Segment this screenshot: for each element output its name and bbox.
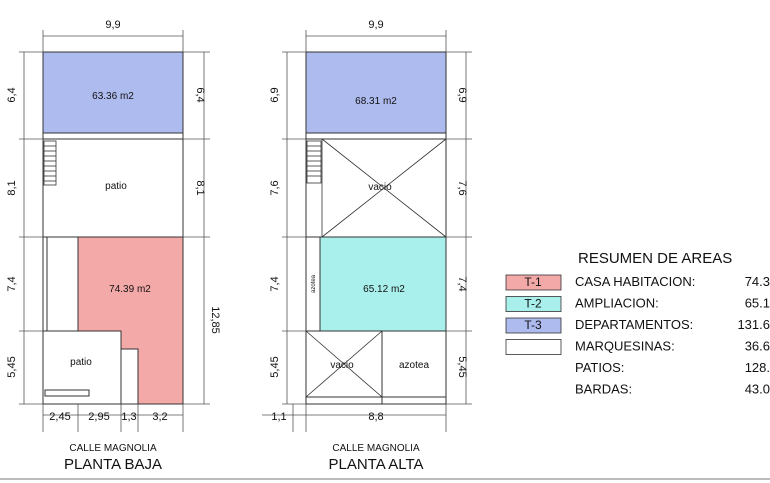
pa-azotea-side-label: azotea: [311, 274, 317, 293]
pb-left-dim-1: 6,4: [6, 87, 18, 102]
pb-patio-low: [42, 330, 122, 405]
resumen-title: RESUMEN DE AREAS: [578, 250, 732, 267]
legend-value-1: 65.1: [745, 296, 770, 311]
pa-title: PLANTA ALTA: [328, 456, 423, 473]
pb-left-dim-4: 5,45: [6, 356, 18, 377]
legend-code-0: T-1: [524, 275, 542, 289]
pb-title: PLANTA BAJA: [64, 456, 162, 473]
pb-left-dim-3: 7,4: [6, 276, 18, 291]
pa-vacio-low-label: vacio: [330, 360, 354, 371]
pb-top-width: 9,9: [105, 19, 120, 31]
legend-swatch-1: [505, 296, 562, 312]
pb-patio-mid-label: patio: [105, 181, 127, 192]
pb-bottom-dim-1: 2,45: [49, 411, 70, 423]
legend-swatch-2: [505, 317, 562, 334]
pa-area-top-label: 68.31 m2: [355, 96, 397, 107]
legend-swatch-3: [505, 339, 562, 355]
legend-label-3: MARQUESINAS:: [575, 339, 675, 354]
legend-value-5: 43.0: [745, 382, 770, 397]
pa-bottom-dim-2: 8,8: [368, 411, 383, 423]
legend-label-5: BARDAS:: [575, 382, 632, 397]
pa-vacio-mid-label: vacio: [368, 182, 392, 193]
pb-bottom-dim-4: 3,2: [152, 411, 167, 423]
pb-street: CALLE MAGNOLIA: [69, 443, 157, 454]
legend-rows: T-1 CASA HABITACION: 74.3T-2 AMPLIACION: 65.…: [505, 274, 770, 397]
pa-street: CALLE MAGNOLIA: [332, 443, 420, 454]
pa-right-dim-4: 5,45: [456, 356, 468, 377]
pb-bottom-dim-3: 1,3: [121, 411, 136, 423]
pb-area-top-label: 63.36 m2: [92, 91, 134, 102]
pb-area-main-label: 74.39 m2: [109, 284, 151, 295]
resumen-areas: RESUMEN DE AREAS T-1 CASA HABITACION: 74.3…: [505, 250, 770, 397]
legend-code-2: T-3: [524, 318, 542, 332]
legend-label-4: PATIOS:: [575, 360, 624, 375]
pa-left-dim-1: 6,9: [269, 87, 281, 102]
legend-label-2: DEPARTAMENTOS:: [575, 317, 693, 332]
legend-value-4: 128.: [745, 360, 770, 375]
pa-area-mid-label: 65.12 m2: [363, 284, 405, 295]
pa-right-dim-1: 6,9: [456, 87, 468, 102]
pb-right-dim-1: 6,4: [194, 87, 206, 102]
legend-value-0: 74.3: [745, 274, 770, 289]
pa-azotea-low-label: azotea: [399, 360, 429, 371]
planta-alta: 68.31 m2 vacio 65.12 m2 azotea vacio azo…: [262, 19, 472, 473]
pa-bottom-dim-1: 1,1: [271, 411, 286, 423]
legend-value-2: 131.6: [737, 317, 770, 332]
pb-right-dim-2: 8,1: [194, 180, 206, 195]
pb-area-top: [42, 51, 184, 134]
pa-top-width: 9,9: [368, 19, 383, 31]
legend-code-1: T-2: [524, 297, 542, 311]
legend-value-3: 36.6: [745, 339, 770, 354]
pb-stairs: [43, 140, 57, 186]
pa-left-dim-2: 7,6: [269, 180, 281, 195]
planta-baja: 63.36 m2 patio 74.39 m2 patio 9,9 6,4 8,…: [6, 19, 221, 473]
pa-right-dim-3: 7,4: [456, 276, 468, 291]
legend-label-1: AMPLIACION:: [575, 296, 659, 311]
pa-right-dim-2: 7,6: [456, 180, 468, 195]
pa-stairs: [306, 140, 322, 184]
pa-left-dim-4: 5,45: [269, 356, 281, 377]
pb-left-dim-2: 8,1: [6, 180, 18, 195]
pb-right-dim-3: 12,85: [209, 306, 221, 334]
pb-patio-low-label: patio: [70, 357, 92, 368]
legend-swatch-0: [505, 274, 562, 291]
pa-left-dim-3: 7,4: [269, 276, 281, 291]
pa-area-mid: [319, 236, 447, 332]
legend-label-0: CASA HABITACION:: [575, 274, 695, 289]
pb-bottom-dim-2: 2,95: [88, 411, 109, 423]
pa-area-top: [305, 51, 447, 134]
